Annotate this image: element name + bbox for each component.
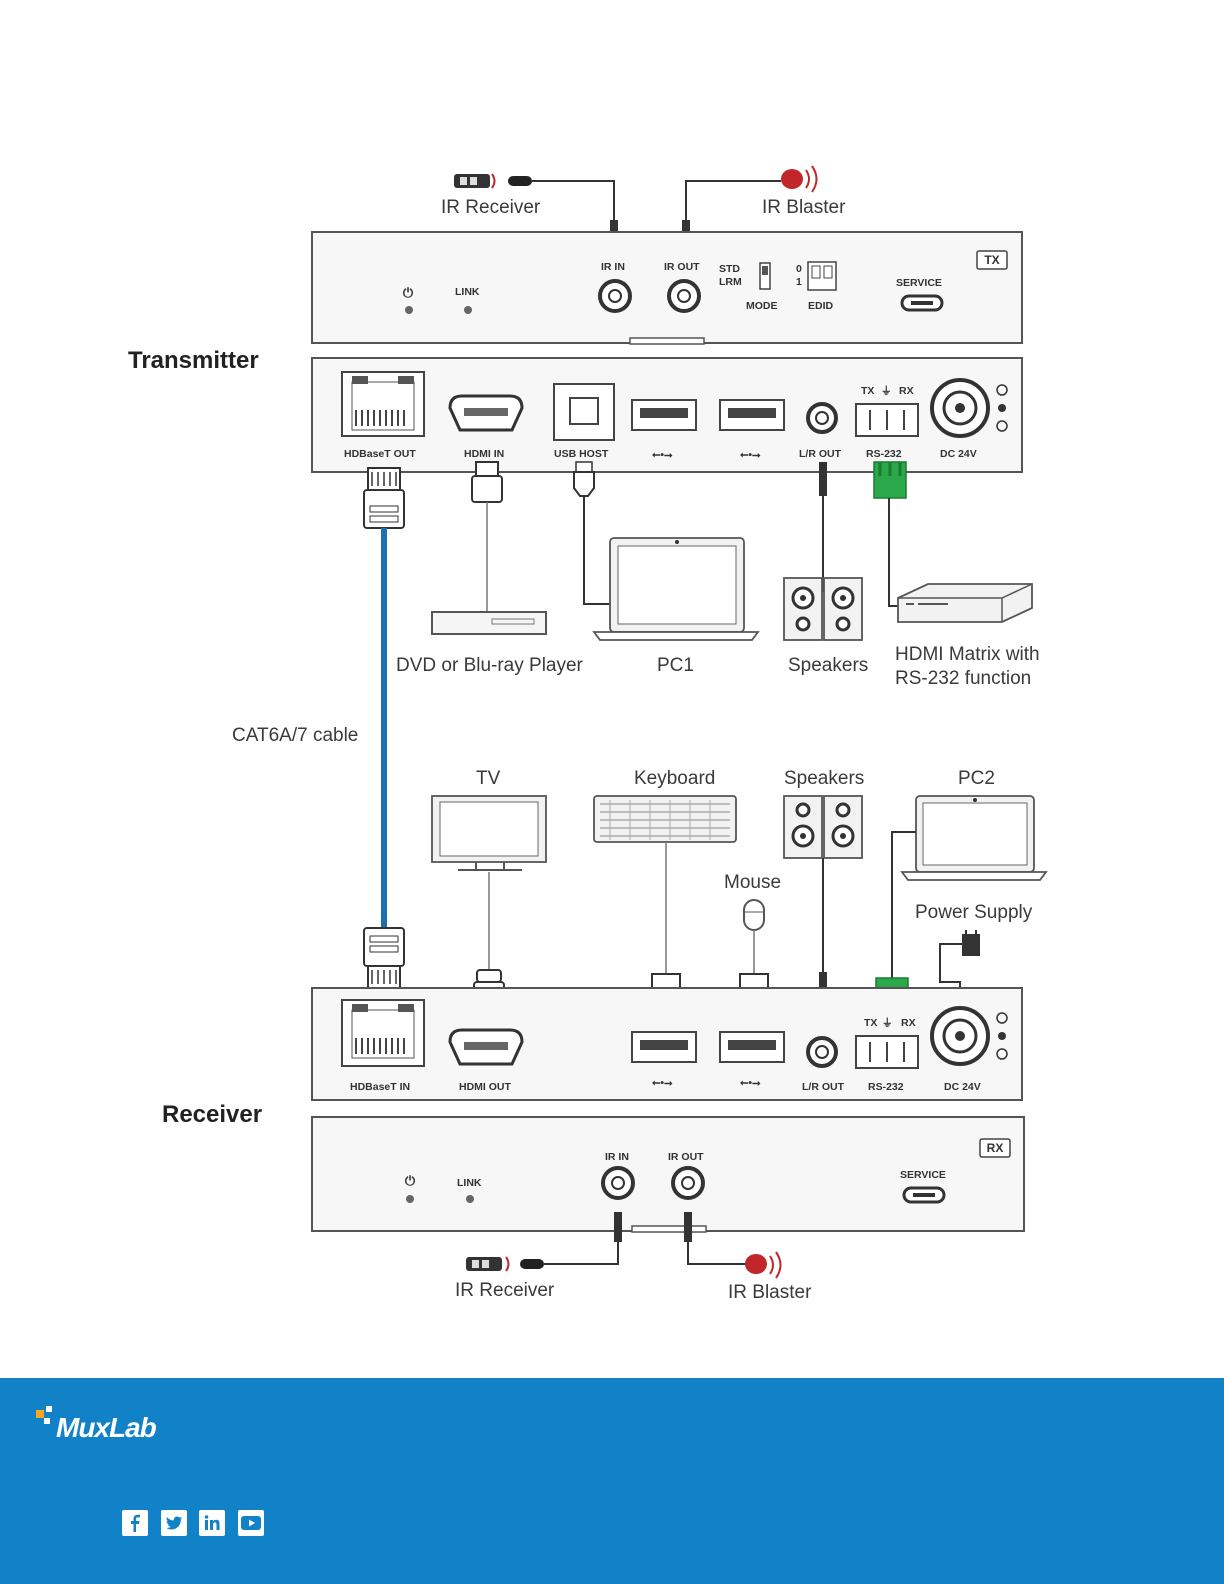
- usb-icon: ⭠•⭢: [652, 1077, 673, 1089]
- rx-rs232-rx-label: RX: [901, 1017, 916, 1029]
- tx-rs232-label: RS-232: [866, 448, 902, 460]
- tx-hdbaset-out-label: HDBaseT OUT: [344, 448, 416, 460]
- tx-front-panel: TX ⏻ LINK IR IN IR OUT STD LRM MODE 0 1 …: [311, 231, 1023, 345]
- tv-label: TV: [476, 768, 501, 789]
- facebook-icon[interactable]: [122, 1510, 148, 1536]
- ground-icon: ⏚: [882, 1017, 893, 1029]
- pc1-label: PC1: [657, 655, 694, 676]
- tx-edid-label: EDID: [808, 300, 834, 312]
- usb-icon: ⭠•⭢: [740, 449, 761, 461]
- tx-service-label: SERVICE: [896, 277, 942, 289]
- tx-lr-out-label: L/R OUT: [799, 448, 842, 460]
- dvd-connection: [431, 461, 547, 635]
- tx-edid-0: 0: [796, 263, 802, 275]
- pc2-connection: [875, 795, 1048, 1015]
- tx-usb-host-label: USB HOST: [554, 448, 609, 460]
- tx-rs232-rx-label: RX: [899, 385, 914, 397]
- speakers-top-connection: [783, 462, 863, 641]
- tx-edid-1: 1: [796, 276, 802, 288]
- tx-link-label: LINK: [455, 286, 480, 298]
- dvd-label: DVD or Blu-ray Player: [396, 655, 584, 676]
- rx-lr-out-label: L/R OUT: [802, 1081, 845, 1093]
- ir-blaster-bottom: [684, 1212, 782, 1279]
- rx-rs232-tx-label: TX: [864, 1017, 877, 1029]
- usb-icon: ⭠•⭢: [740, 1077, 761, 1089]
- tx-mode-label: MODE: [746, 300, 778, 312]
- pc2-label: PC2: [958, 768, 995, 789]
- footer-bar: MuxLab: [0, 1378, 1224, 1584]
- tx-hdmi-in-label: HDMI IN: [464, 448, 504, 460]
- tx-back-panel: HDBaseT OUT HDMI IN USB HOST ⭠•⭢ ⭠•⭢ L/R…: [311, 357, 1023, 473]
- ir-receiver-bottom-label: IR Receiver: [455, 1280, 555, 1301]
- rx-ir-in-label: IR IN: [605, 1151, 629, 1163]
- muxlab-logo-mark: [36, 1406, 52, 1424]
- tx-lrm-label: LRM: [719, 276, 742, 288]
- mouse-label: Mouse: [724, 872, 781, 893]
- cable-label: CAT6A/7 cable: [232, 725, 358, 746]
- tx-badge: TX: [984, 253, 999, 267]
- mouse-connection: ⭣: [739, 899, 769, 999]
- matrix-label-line1: HDMI Matrix with: [895, 644, 1040, 665]
- linkedin-icon[interactable]: [199, 1510, 225, 1536]
- power-icon: ⏻: [405, 1173, 416, 1188]
- pc1-connection: [573, 461, 760, 641]
- twitter-icon[interactable]: [161, 1510, 187, 1536]
- keyboard-connection: ⭣: [593, 795, 737, 999]
- ir-receiver-top-label: IR Receiver: [441, 197, 541, 218]
- rx-ir-out-label: IR OUT: [668, 1151, 704, 1163]
- tx-dc-label: DC 24V: [940, 448, 977, 460]
- speakers-bottom-label: Speakers: [784, 768, 864, 789]
- tx-ir-in-label: IR IN: [601, 261, 625, 273]
- tx-rs232-tx-label: TX: [861, 385, 874, 397]
- ir-blaster-top-label: IR Blaster: [762, 197, 846, 218]
- speakers-top-label: Speakers: [788, 655, 868, 676]
- rx-back-panel: HDBaseT IN HDMI OUT ⭠•⭢ ⭠•⭢ L/R OUT TX ⏚…: [311, 987, 1023, 1101]
- power-supply-label: Power Supply: [915, 902, 1033, 923]
- rx-badge: RX: [987, 1141, 1004, 1155]
- ir-blaster-bottom-label: IR Blaster: [728, 1282, 812, 1303]
- hdbaset-cable: [363, 467, 405, 989]
- transmitter-label: Transmitter: [128, 347, 259, 374]
- speakers-bottom-connection: [783, 795, 863, 1006]
- tx-std-label: STD: [719, 263, 740, 275]
- rx-front-panel: RX ⏻ LINK IR IN IR OUT SERVICE: [311, 1116, 1025, 1233]
- matrix-connection: [873, 461, 1033, 623]
- power-icon: ⏻: [403, 285, 414, 300]
- tv-connection: [431, 795, 547, 1009]
- receiver-label: Receiver: [162, 1101, 262, 1128]
- rx-link-label: LINK: [457, 1177, 482, 1189]
- rx-rs232-label: RS-232: [868, 1081, 904, 1093]
- youtube-icon[interactable]: [238, 1510, 264, 1536]
- muxlab-logo[interactable]: MuxLab: [56, 1412, 157, 1443]
- connection-diagram: IR Receiver IR Blaster TX ⏻ LINK IR IN I…: [128, 165, 1048, 1303]
- usb-icon: ⭠•⭢: [652, 449, 673, 461]
- keyboard-label: Keyboard: [634, 768, 715, 789]
- ground-icon: ⏚: [881, 385, 892, 397]
- rx-service-label: SERVICE: [900, 1169, 946, 1181]
- tx-ir-out-label: IR OUT: [664, 261, 700, 273]
- matrix-label-line2: RS-232 function: [895, 668, 1031, 689]
- rx-hdbaset-in-label: HDBaseT IN: [350, 1081, 410, 1093]
- rx-dc-label: DC 24V: [944, 1081, 981, 1093]
- rx-hdmi-out-label: HDMI OUT: [459, 1081, 511, 1093]
- ir-receiver-bottom: [466, 1212, 622, 1272]
